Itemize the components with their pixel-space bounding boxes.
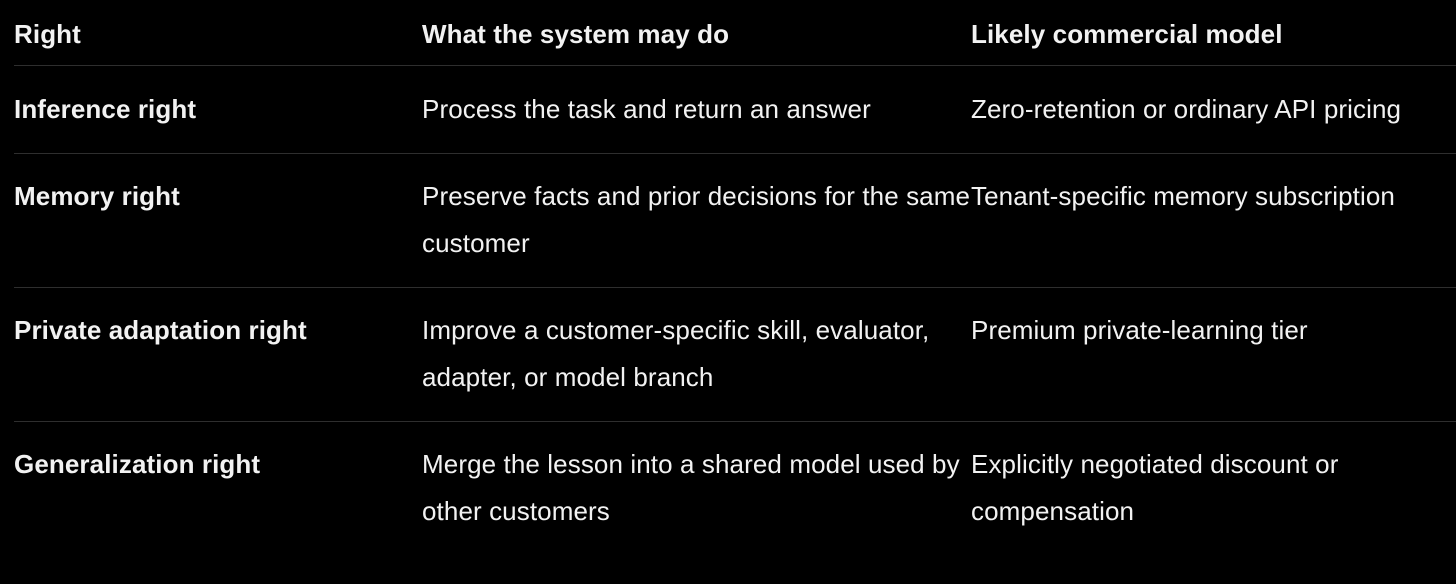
column-header-what-system-may-do: What the system may do [422, 19, 730, 49]
right-name-cell: Generalization right [14, 449, 261, 479]
right-name-cell: Memory right [14, 181, 180, 211]
column-header-right: Right [14, 19, 81, 49]
system-action-cell: Process the task and return an answer [422, 94, 871, 124]
commercial-model-cell: Explicitly negotiated discount or compen… [971, 449, 1339, 526]
commercial-model-cell: Tenant-specific memory subscription [971, 181, 1395, 211]
commercial-model-cell: Premium private-learning tier [971, 315, 1308, 345]
table-row: Memory right Preserve facts and prior de… [14, 154, 1456, 288]
table-row: Generalization right Merge the lesson in… [14, 422, 1456, 584]
commercial-model-cell: Zero-retention or ordinary API pricing [971, 94, 1402, 124]
rights-table: Right What the system may do Likely comm… [14, 0, 1456, 584]
column-header-commercial-model: Likely commercial model [971, 19, 1283, 49]
table-header-row: Right What the system may do Likely comm… [14, 0, 1456, 66]
system-action-cell: Preserve facts and prior decisions for t… [422, 181, 971, 258]
system-action-cell: Merge the lesson into a shared model use… [422, 449, 960, 526]
system-action-cell: Improve a customer-specific skill, evalu… [422, 315, 930, 392]
table-row: Inference right Process the task and ret… [14, 66, 1456, 154]
right-name-cell: Inference right [14, 94, 197, 124]
table-row: Private adaptation right Improve a custo… [14, 288, 1456, 422]
right-name-cell: Private adaptation right [14, 315, 307, 345]
